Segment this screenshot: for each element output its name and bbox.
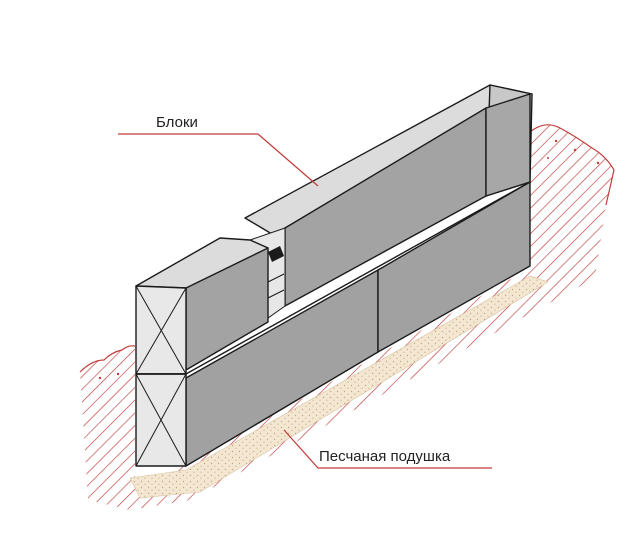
- sand-cushion-label: Песчаная подушка: [319, 448, 451, 465]
- sand-cushion: [129, 275, 549, 499]
- foundation-blocks: [135, 84, 533, 467]
- soil-right: [529, 124, 615, 268]
- lower-row-front-right: [377, 181, 531, 353]
- blocks-callout: Блоки: [118, 114, 319, 187]
- blocks-label: Блоки: [156, 114, 198, 131]
- soil-left: [79, 345, 136, 500]
- gap-shadow: [268, 246, 284, 262]
- sand-callout: Песчаная подушка: [283, 429, 492, 469]
- upper-row-front-right: [485, 93, 531, 197]
